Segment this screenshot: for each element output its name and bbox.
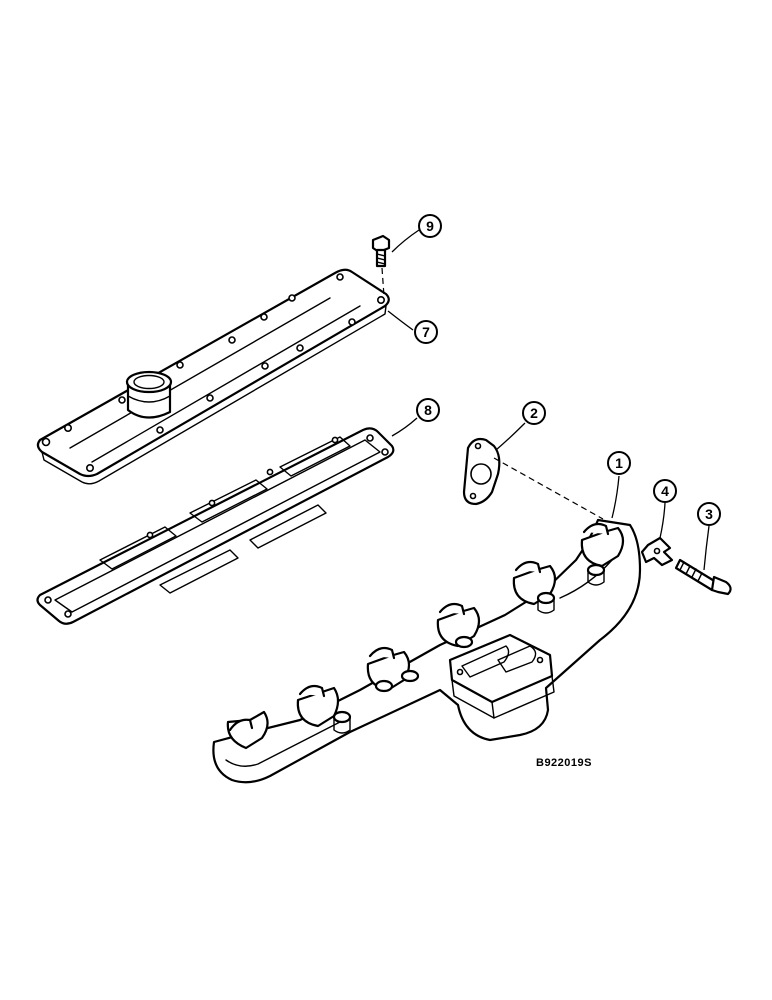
exhaust-manifold xyxy=(212,518,642,784)
callout-8-label: 8 xyxy=(424,402,432,418)
callout-7: 7 xyxy=(414,320,438,344)
callout-2-label: 2 xyxy=(530,405,538,421)
leader-9 xyxy=(391,229,420,253)
callout-4: 4 xyxy=(653,479,677,503)
callout-4-label: 4 xyxy=(661,483,669,499)
callout-3-label: 3 xyxy=(705,506,713,522)
callout-9-label: 9 xyxy=(426,218,434,234)
leader-7 xyxy=(387,310,414,331)
figure-code: B922019S xyxy=(536,757,592,769)
leader-1 xyxy=(611,475,620,519)
intake-gasket xyxy=(36,427,395,625)
callout-3: 3 xyxy=(697,502,721,526)
intake-cover xyxy=(36,268,390,485)
callout-1-label: 1 xyxy=(615,455,623,471)
leader-8 xyxy=(391,417,418,437)
callout-9: 9 xyxy=(418,214,442,238)
bolt-assembly-line xyxy=(381,267,385,297)
callout-8: 8 xyxy=(416,398,440,422)
exhaust-flange-gasket xyxy=(462,437,501,506)
lock-plate xyxy=(640,536,674,567)
callout-1: 1 xyxy=(607,451,631,475)
cap-screw xyxy=(674,558,732,596)
bolt xyxy=(371,234,391,268)
callout-7-label: 7 xyxy=(422,324,430,340)
gasket-assembly-line xyxy=(493,457,604,520)
leader-2 xyxy=(495,422,526,451)
leader-3 xyxy=(703,525,710,571)
callout-2: 2 xyxy=(522,401,546,425)
leader-4 xyxy=(659,502,666,539)
